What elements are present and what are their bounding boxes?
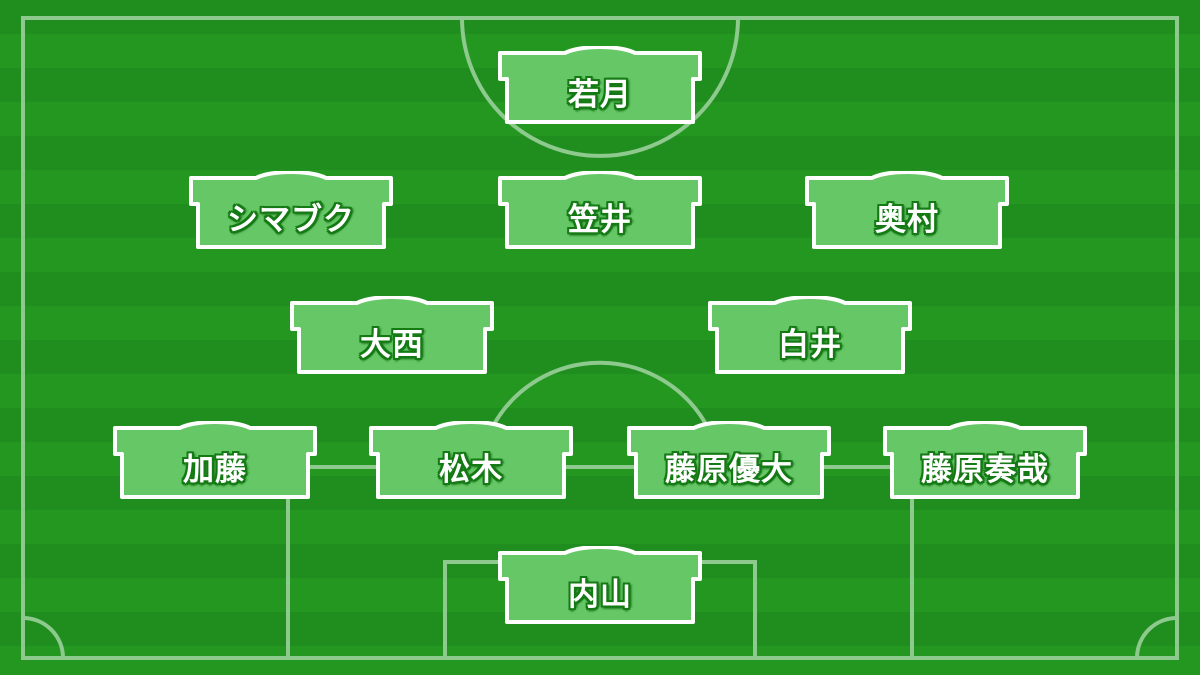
player-name: 内山 — [568, 576, 632, 613]
player-shirt-left-midfielder: 大西 — [287, 296, 497, 376]
shirt-icon — [369, 421, 573, 499]
player-shirt-goalkeeper: 内山 — [495, 546, 705, 626]
player-shirt-right-back: 藤原奏哉 — [880, 421, 1090, 501]
player-shirt-left-center-back: 松木 — [366, 421, 576, 501]
player-name: 奥村 — [875, 201, 939, 238]
player-shirt-right-center-back: 藤原優大 — [624, 421, 834, 501]
penalty-arc — [490, 360, 710, 429]
shirt-icon — [498, 46, 702, 124]
player-shirt-left-back: 加藤 — [110, 421, 320, 501]
shirt-icon — [290, 296, 494, 374]
player-shirt-left-attacker: シマブク — [186, 171, 396, 251]
shirt-icon — [627, 421, 831, 499]
shirt-icon — [708, 296, 912, 374]
shirt-icon — [498, 546, 702, 624]
center-circle-arc — [460, 17, 740, 158]
shirt-icon — [113, 421, 317, 499]
shirt-icon — [189, 171, 393, 249]
player-name: 白井 — [778, 326, 842, 363]
player-name: 若月 — [568, 76, 632, 113]
player-name: 笠井 — [568, 201, 632, 238]
player-shirt-right-midfielder: 白井 — [705, 296, 915, 376]
player-name: シマブク — [227, 201, 355, 238]
player-name: 加藤 — [183, 451, 247, 488]
shirt-icon — [883, 421, 1087, 499]
corner-arc-left — [22, 616, 65, 659]
shirt-icon — [498, 171, 702, 249]
player-name: 松木 — [439, 451, 503, 488]
player-name: 藤原優大 — [665, 451, 793, 488]
player-name: 藤原奏哉 — [921, 451, 1049, 488]
player-shirt-striker: 若月 — [495, 46, 705, 126]
player-shirt-right-attacker: 奥村 — [802, 171, 1012, 251]
corner-arc-right — [1135, 616, 1178, 659]
shirt-icon — [805, 171, 1009, 249]
player-name: 大西 — [360, 326, 424, 363]
player-shirt-center-attacker: 笠井 — [495, 171, 705, 251]
